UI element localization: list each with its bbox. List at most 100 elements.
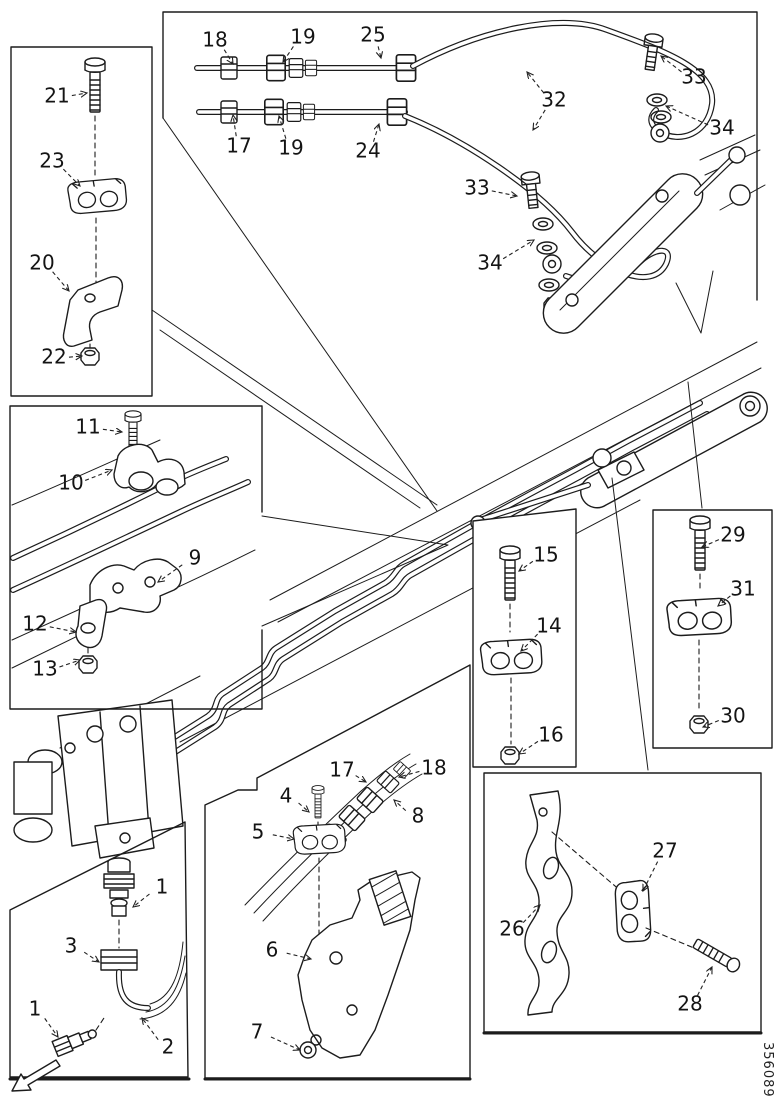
leader-line-25 — [378, 46, 381, 58]
leader-line-2 — [142, 1018, 159, 1041]
banjo-bolt-upper — [643, 33, 664, 72]
panel-diagonal-edge — [162, 117, 438, 512]
callout-14: 14 — [536, 614, 561, 638]
callout-33: 33 — [464, 176, 489, 200]
leader-line-7 — [270, 1036, 300, 1050]
banjo-washers-upper — [646, 93, 672, 143]
panel-center-clamp-detail — [472, 508, 577, 768]
fitting-1-upper — [103, 857, 135, 917]
leader-line-33 — [661, 56, 682, 73]
callout-34: 34 — [709, 116, 734, 140]
hose-upper — [413, 23, 712, 137]
leader-line-27 — [643, 861, 659, 891]
callout-4: 4 — [280, 784, 293, 808]
panel-right-clamp-detail — [652, 509, 773, 749]
leader-line-8 — [394, 800, 407, 812]
leader-line-1 — [133, 893, 150, 907]
figure-number: 356089 — [760, 1042, 775, 1098]
bolt-4 — [311, 785, 325, 819]
leader-line-14 — [521, 633, 539, 651]
leader-line-33 — [491, 190, 517, 196]
leader-line-34 — [502, 240, 534, 260]
leader-line-11 — [102, 429, 122, 432]
callout-19: 19 — [278, 136, 303, 160]
leader-line-22 — [68, 356, 82, 357]
callout-33: 33 — [681, 65, 706, 89]
direction-arrow-icon — [11, 1059, 61, 1092]
panel-border — [162, 11, 758, 301]
callout-28: 28 — [677, 992, 702, 1016]
leader-line-5 — [272, 834, 294, 839]
callout-17: 17 — [226, 134, 251, 158]
leader-line-9 — [158, 564, 183, 582]
elbow-fitting-3 — [100, 949, 148, 1008]
leader-line-19 — [283, 46, 294, 62]
callout-9: 9 — [189, 546, 202, 570]
callout-1: 1 — [29, 997, 42, 1021]
callout-16: 16 — [538, 723, 563, 747]
banjo-washers-lower — [532, 217, 563, 316]
leader-line-31 — [718, 595, 731, 606]
panel-bottom-right-detail — [482, 772, 763, 1035]
leader-line-18 — [399, 770, 420, 777]
panel-bottom-left-detail — [8, 821, 191, 1092]
tube-clamp-10 — [113, 443, 186, 496]
bolt-28 — [692, 938, 741, 973]
banjo-bolt-lower — [520, 171, 541, 210]
clamp-27 — [610, 878, 656, 945]
bracket-20 — [62, 276, 124, 347]
callout-24: 24 — [355, 139, 380, 163]
panel-bottom-center-detail — [203, 664, 472, 1081]
callout-32: 32 — [541, 88, 566, 112]
leader-line-20 — [52, 271, 69, 291]
callout-25: 25 — [360, 23, 385, 47]
leader-line-32 — [527, 72, 545, 94]
callout-23: 23 — [39, 149, 64, 173]
main-assembly-drawing — [13, 134, 768, 859]
leader-line-17 — [355, 775, 366, 782]
bracket-26 — [524, 790, 573, 1016]
panel-top-left-detail — [10, 46, 153, 397]
leader-line-17 — [233, 115, 236, 137]
callout-2: 2 — [162, 1035, 175, 1059]
leader-line-28 — [697, 967, 712, 996]
callout-29: 29 — [720, 523, 745, 547]
callout-11: 11 — [75, 415, 100, 439]
callout-30: 30 — [720, 704, 745, 728]
leader-line-16 — [519, 740, 539, 754]
leader-line-29 — [702, 539, 720, 547]
panel-border — [472, 508, 577, 768]
steering-cylinder-main — [470, 134, 768, 531]
panel-border — [204, 664, 471, 1079]
plate-9 — [89, 558, 182, 613]
callout-13: 13 — [32, 657, 57, 681]
panel-border — [9, 821, 189, 1078]
clamp-14 — [478, 634, 545, 680]
callout-21: 21 — [44, 84, 69, 108]
nut-13 — [78, 655, 98, 674]
callout-20: 20 — [29, 251, 54, 275]
callout-12: 12 — [22, 612, 47, 636]
callout-27: 27 — [652, 839, 677, 863]
fitting-1-lower — [51, 1029, 97, 1058]
bracket-6 — [297, 870, 421, 1059]
callout-5: 5 — [252, 820, 265, 844]
tubes-in-detail — [12, 439, 256, 669]
clamp-31 — [665, 592, 735, 642]
link-12 — [75, 598, 108, 649]
leader-line-18 — [223, 49, 233, 64]
leader-line-4 — [298, 802, 309, 812]
steering-cylinder-detail — [542, 146, 746, 334]
callout-18: 18 — [202, 28, 227, 52]
leader-line-24 — [372, 124, 379, 142]
callout-22: 22 — [41, 345, 66, 369]
callout-1: 1 — [156, 875, 169, 899]
leader-line-32 — [533, 109, 546, 130]
leader-line-1 — [44, 1018, 58, 1037]
panel-top-hose-detail — [162, 11, 758, 512]
panel-border — [10, 46, 153, 397]
leader-line-34 — [666, 106, 709, 126]
leader-line-21 — [71, 93, 87, 96]
